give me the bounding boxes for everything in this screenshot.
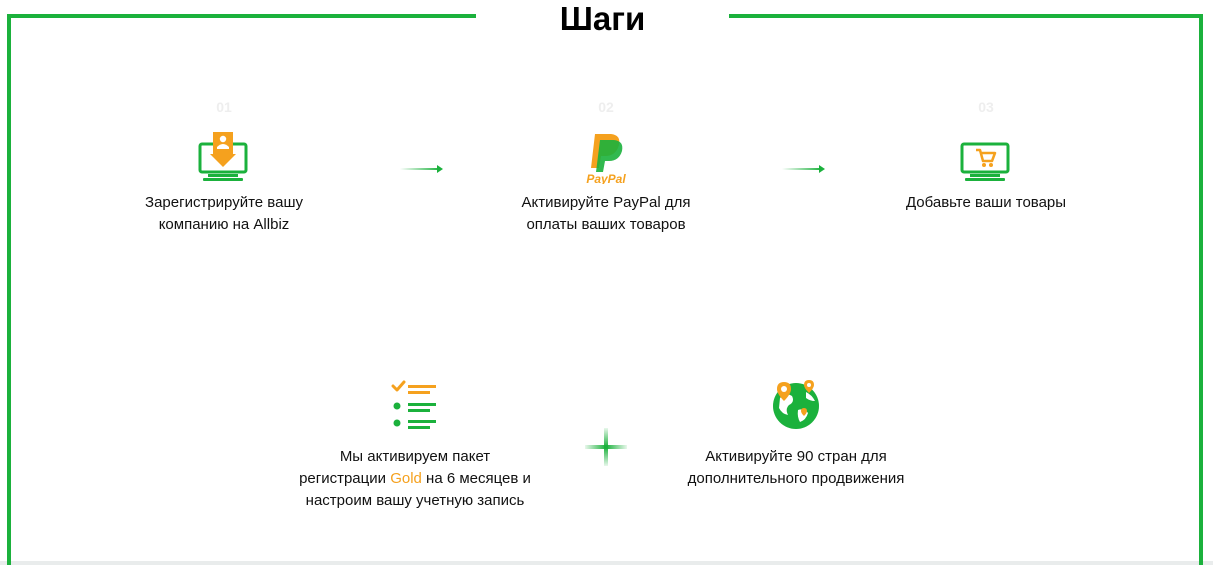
svg-text:PayPal: PayPal xyxy=(586,172,626,184)
step-number: 03 xyxy=(978,99,994,115)
arrow-right-icon xyxy=(782,165,825,173)
arrow-right-icon xyxy=(400,165,443,173)
extra-countries: Активируйте 90 стран для дополнительного… xyxy=(656,378,936,490)
extra-gold-package: Мы активируем пакет регистрации Gold на … xyxy=(270,378,560,512)
monitor-download-icon xyxy=(198,132,248,181)
frame-top-right-border xyxy=(729,14,1203,18)
step-3: 03 Добавьте ваши товары xyxy=(876,98,1096,214)
frame-top-left-border xyxy=(7,14,476,18)
step-2: 02 PayPal Активируйте PayPal для оплаты … xyxy=(496,98,716,236)
step-description: Добавьте ваши товары xyxy=(905,194,1067,211)
step-number: 02 xyxy=(598,99,614,115)
extra-description: Мы активируем пакет регистрации Gold на … xyxy=(299,448,531,509)
gold-highlight: Gold xyxy=(390,470,422,487)
dashed-separator xyxy=(238,307,978,310)
extra-description: Активируйте 90 стран для дополнительного… xyxy=(687,448,905,487)
step-number: 01 xyxy=(216,99,232,115)
step-description: Зарегистрируйте вашу компанию на Allbiz xyxy=(145,194,303,233)
globe-pins-icon xyxy=(773,380,819,429)
step-1: 01 Зарегистрируйте вашу компанию на Allb… xyxy=(114,98,334,236)
checklist-icon xyxy=(391,380,436,429)
frame-right-border xyxy=(1199,14,1203,565)
monitor-cart-icon xyxy=(960,142,1010,181)
step-description: Активируйте PayPal для оплаты ваших това… xyxy=(521,194,691,233)
frame-left-border xyxy=(7,14,11,565)
bottom-strip-left xyxy=(7,561,11,565)
bottom-strip-right xyxy=(1199,561,1203,565)
plus-icon xyxy=(585,428,627,466)
section-title: Шаги xyxy=(559,0,646,37)
bottom-strip xyxy=(0,561,1213,565)
paypal-logo-icon: PayPal xyxy=(586,134,626,184)
